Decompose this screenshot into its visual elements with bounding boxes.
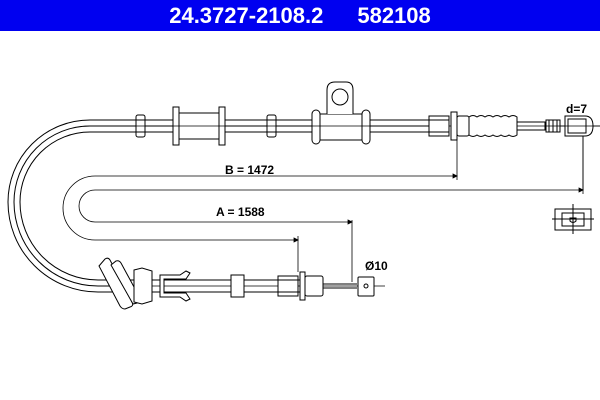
cable-sheath xyxy=(7,119,430,293)
nipple-diameter-label: Ø10 xyxy=(365,259,388,273)
end-view-detail xyxy=(552,204,594,234)
mounting-bracket xyxy=(311,81,371,145)
part-number: 24.3727-2108.2 xyxy=(169,2,324,28)
title-bar: 24.3727-2108.2 582108 xyxy=(0,0,600,31)
reference-number: 582108 xyxy=(357,2,431,28)
dimension-lines xyxy=(62,135,584,282)
dimension-b-label: B = 1472 xyxy=(225,163,274,177)
lower-end-fitting xyxy=(98,257,385,310)
end-diameter-label: d=7 xyxy=(566,102,587,116)
right-end-fitting xyxy=(428,111,600,141)
dimension-a-label: A = 1588 xyxy=(216,205,265,219)
